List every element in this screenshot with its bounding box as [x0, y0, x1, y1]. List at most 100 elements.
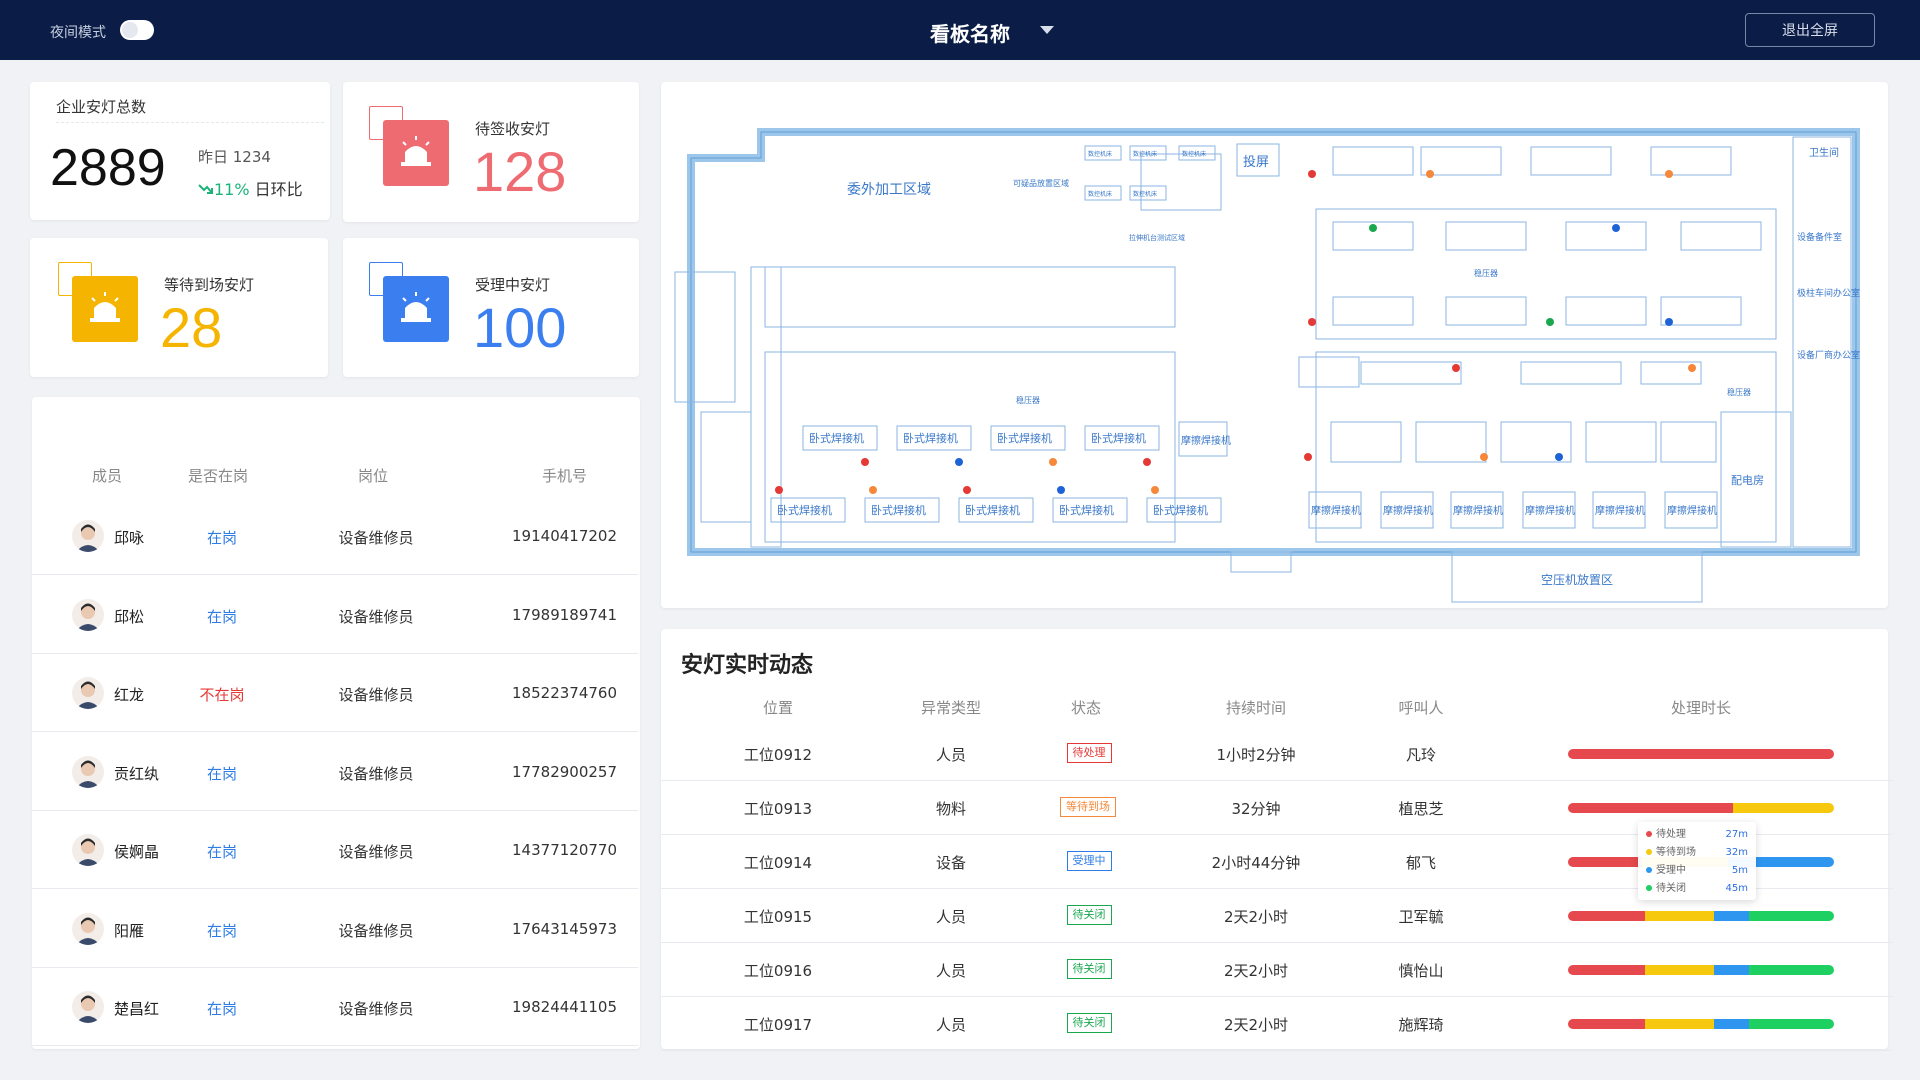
tooltip-label: 受理中 [1656, 865, 1686, 876]
toilet-label: 卫生间 [1809, 146, 1839, 159]
avatar [72, 677, 104, 709]
avatar [72, 755, 104, 788]
status-badge: 待处理 [1066, 743, 1112, 763]
legend-dot [1646, 885, 1652, 891]
caller-cell: 郁飞 [1405, 854, 1436, 872]
col-position: 岗位 [358, 467, 389, 485]
cnc-label: 数控机床 [1133, 190, 1157, 198]
member-name: 阳雁 [114, 921, 145, 940]
waiting-arrival-card[interactable]: 等待到场安灯 28 [30, 238, 328, 377]
member-position: 设备维修员 [338, 764, 414, 783]
pole-office-label: 极柱车间办公室 [1797, 287, 1860, 299]
live-andon-title: 安灯实时动态 [681, 653, 814, 678]
night-mode-label: 夜间模式 [50, 25, 106, 41]
caller-cell: 慎怡山 [1398, 962, 1444, 980]
pending-sign-card[interactable]: 待签收安灯 128 [343, 82, 639, 222]
exit-fullscreen-button[interactable]: 退出全屏 [1745, 13, 1875, 47]
processing-label: 受理中安灯 [475, 276, 551, 294]
avatar [72, 991, 104, 1023]
tooltip-value: 45m [1725, 883, 1748, 894]
duration-cell: 2天2小时 [1223, 962, 1289, 980]
type-cell: 人员 [935, 1016, 966, 1034]
friction-welder-label: 摩擦焊接机 [1667, 504, 1717, 517]
friction-welder-label: 摩擦焊接机 [1383, 504, 1433, 517]
bar-segment [1645, 1019, 1715, 1029]
location-cell: 工位0916 [743, 962, 813, 980]
horizontal-welder-label: 卧式焊接机 [1153, 503, 1208, 517]
member-phone: 19824441105 [512, 998, 617, 1016]
col-type: 异常类型 [920, 699, 981, 717]
yesterday-value: 昨日 1234 [198, 148, 271, 166]
handle-time-bar[interactable] [1568, 965, 1834, 975]
tooltip-value: 32m [1725, 847, 1748, 858]
ratio-percent: 11% [214, 180, 250, 199]
ratio-label: 日环比 [254, 180, 303, 199]
member-phone: 19140417202 [512, 527, 617, 545]
member-position: 设备维修员 [338, 607, 414, 626]
friction-welder-label: 摩擦焊接机 [1595, 504, 1645, 517]
type-cell: 物料 [935, 800, 966, 818]
floor-map-panel: 委外加工区域 投屏 可疑品放置区域 拉伸机台测试区域 配电房 空压机放置区 设备… [661, 82, 1888, 608]
type-cell: 人员 [935, 962, 966, 980]
status-badge: 受理中 [1066, 851, 1112, 871]
handle-time-bar[interactable] [1568, 803, 1834, 813]
member-name: 侯婀晶 [114, 843, 160, 861]
caller-cell: 植思芝 [1398, 800, 1444, 818]
horizontal-welder-label: 卧式焊接机 [809, 431, 864, 445]
board-title[interactable]: 看板名称 [930, 22, 1010, 46]
duty-status: 不在岗 [199, 686, 245, 704]
handle-time-bar[interactable] [1568, 911, 1834, 921]
type-cell: 设备 [935, 854, 966, 872]
bar-segment [1714, 1019, 1749, 1029]
processing-card[interactable]: 受理中安灯 100 [343, 238, 639, 377]
trend-down-icon [198, 184, 213, 194]
duty-status: 在岗 [206, 1000, 237, 1018]
chevron-down-icon[interactable] [1040, 26, 1054, 34]
member-phone: 14377120770 [512, 841, 617, 859]
member-name: 邱松 [114, 607, 145, 626]
col-caller: 呼叫人 [1398, 699, 1444, 717]
type-cell: 人员 [935, 908, 966, 926]
factory-floor-plan[interactable]: 委外加工区域 投屏 可疑品放置区域 拉伸机台测试区域 配电房 空压机放置区 设备… [661, 82, 1888, 608]
col-location: 位置 [762, 699, 793, 717]
alarm-light-icon [383, 276, 449, 342]
tooltip-label: 等待到场 [1656, 847, 1696, 858]
cnc-label: 数控机床 [1088, 150, 1112, 158]
legend-dot [1646, 867, 1652, 873]
col-status: 状态 [1070, 699, 1101, 717]
bar-segment [1568, 803, 1733, 813]
member-phone: 17989189741 [512, 605, 617, 624]
member-position: 设备维修员 [338, 921, 414, 940]
bar-segment [1568, 1019, 1646, 1029]
total-value: 2889 [50, 139, 166, 197]
handle-time-bar[interactable] [1568, 749, 1834, 759]
regulator-label: 稳压器 [1474, 268, 1498, 278]
member-position: 设备维修员 [338, 843, 414, 861]
night-mode-toggle[interactable] [120, 20, 154, 40]
member-phone: 18522374760 [512, 684, 617, 702]
bar-segment [1645, 911, 1715, 921]
duration-cell: 2小时44分钟 [1211, 854, 1301, 872]
handle-time-bar[interactable] [1568, 1019, 1834, 1029]
cnc-label: 数控机床 [1133, 150, 1157, 158]
location-cell: 工位0912 [743, 746, 813, 764]
status-badge: 待关闭 [1066, 1013, 1112, 1033]
pending-sign-value: 128 [473, 140, 567, 203]
regulator-label: 稳压器 [1016, 395, 1040, 405]
col-phone: 手机号 [542, 467, 588, 485]
duration-cell: 2天2小时 [1223, 1016, 1289, 1034]
